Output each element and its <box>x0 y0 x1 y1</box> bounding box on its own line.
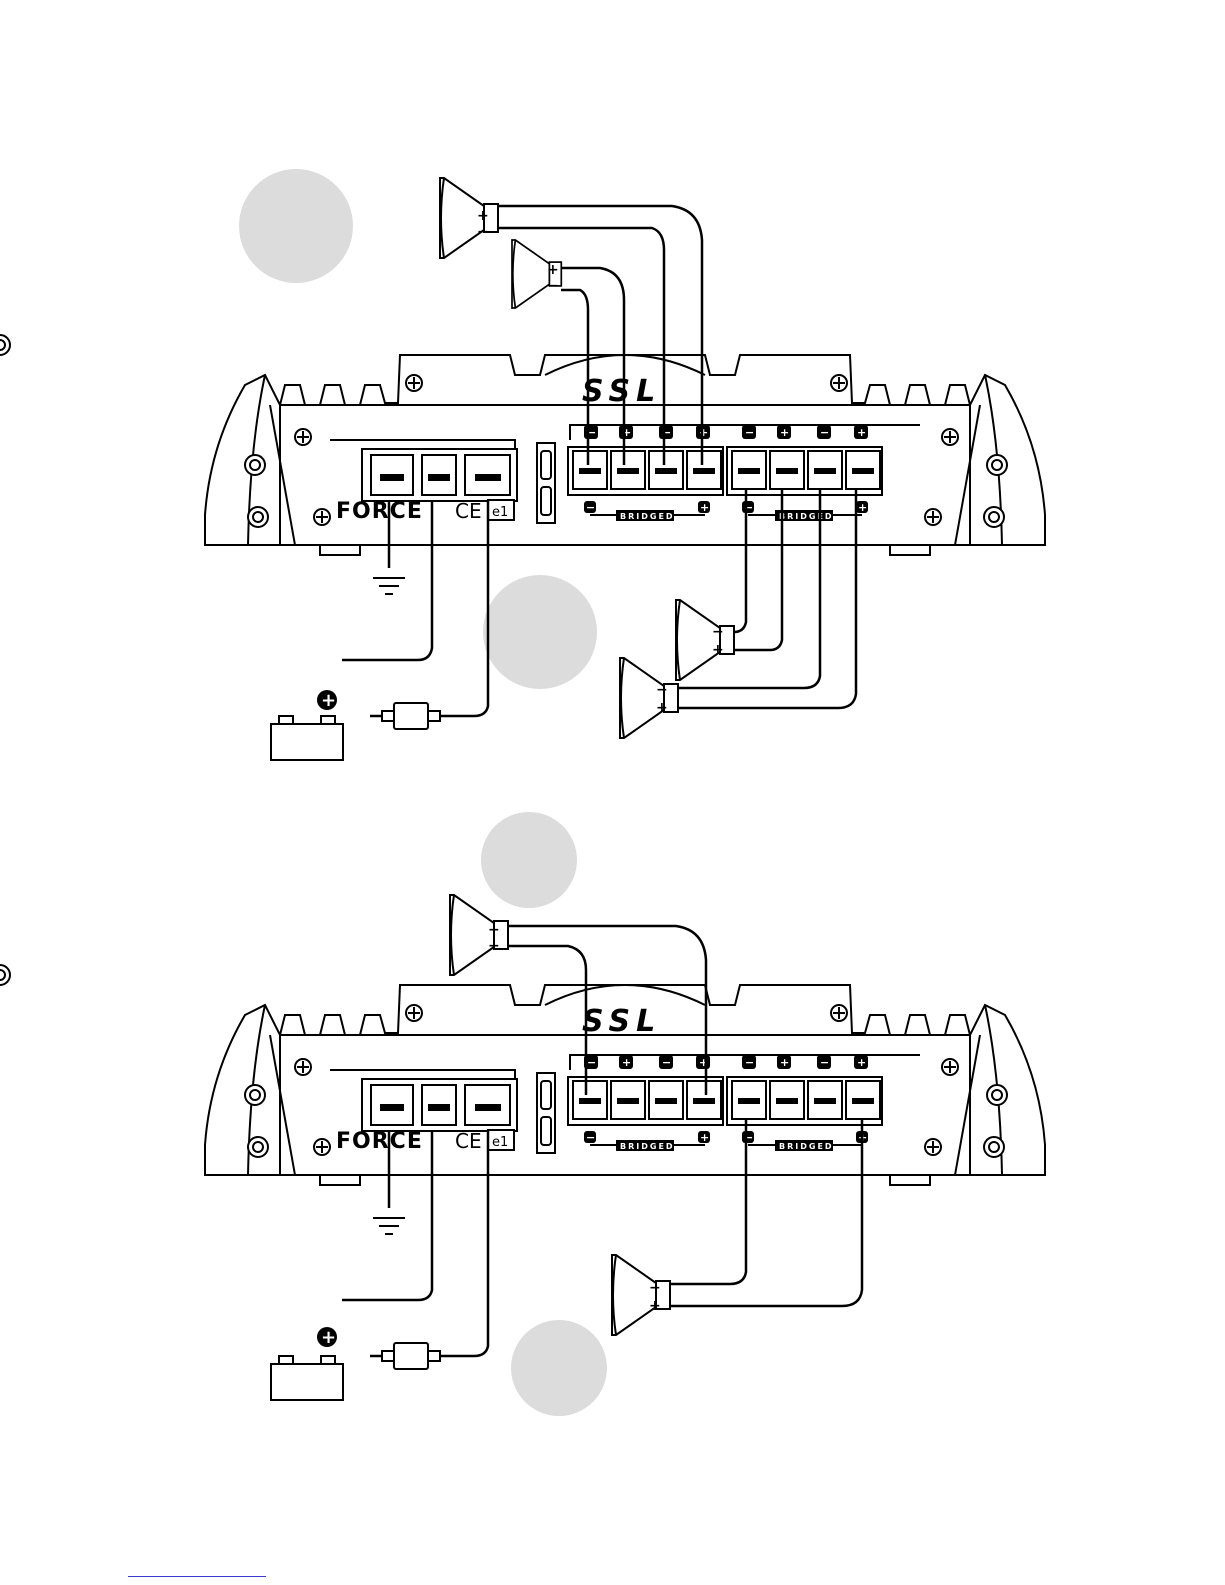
ground-icon <box>373 578 405 594</box>
terminal-sign: − <box>587 1056 596 1069</box>
callout-circle <box>511 1320 607 1416</box>
terminal-sign: + <box>780 1056 789 1069</box>
terminal-sign: − <box>820 1056 829 1069</box>
speaker-plus: + <box>649 1298 661 1314</box>
brand-logo-top: SSL <box>582 374 661 409</box>
speaker-plus: + <box>547 262 559 278</box>
brand-logo-bottom: SSL <box>582 1004 661 1039</box>
battery-sign: + <box>321 1327 336 1348</box>
terminal-sign: − <box>745 426 754 439</box>
speaker-minus: − <box>488 938 500 954</box>
speaker-minus: − <box>649 1280 661 1296</box>
callout-circle <box>481 812 577 908</box>
bridged-label: BRIDGED <box>620 1142 675 1151</box>
speaker-icon <box>440 178 498 258</box>
e-mark-bottom: e1 <box>492 1135 508 1150</box>
fuse-icon <box>382 703 440 729</box>
amplifier-top <box>0 335 1045 555</box>
speaker-plus: + <box>656 700 668 716</box>
ce-mark-top: CE <box>455 499 482 523</box>
terminal-sign: − <box>662 1056 671 1069</box>
ce-mark-bottom: CE <box>455 1129 482 1153</box>
fuse-icon <box>382 1343 440 1369</box>
bridged-sign: − <box>586 1131 595 1144</box>
bridged-sign: + <box>858 501 867 514</box>
speaker-minus: − <box>547 278 559 294</box>
bridged-label: BRIDGED <box>620 512 675 521</box>
force-logo-bottom: FORCE <box>336 1129 423 1154</box>
callout-circle <box>239 169 353 283</box>
callout-circle <box>483 575 597 689</box>
force-logo-top: FORCE <box>336 499 423 524</box>
speaker-plus: + <box>477 208 489 224</box>
battery-icon <box>271 716 343 760</box>
battery-icon <box>271 1356 343 1400</box>
terminal-sign: + <box>857 426 866 439</box>
speaker-plus: + <box>488 922 500 938</box>
terminal-sign: + <box>699 426 708 439</box>
terminal-sign: − <box>745 1056 754 1069</box>
link-underline <box>128 1576 266 1577</box>
ground-icon <box>373 1218 405 1234</box>
terminal-sign: + <box>622 1056 631 1069</box>
speaker-minus: − <box>712 624 724 640</box>
bridged-sign: + <box>700 1131 709 1144</box>
bridged-label: BRIDGED <box>779 1142 834 1151</box>
speaker-icon <box>676 600 734 680</box>
terminal-sign: + <box>780 426 789 439</box>
bridged-sign: − <box>586 501 595 514</box>
terminal-sign: − <box>820 426 829 439</box>
speaker-minus: − <box>477 224 489 240</box>
speaker-minus: − <box>656 682 668 698</box>
battery-sign: + <box>321 690 336 711</box>
speaker-plus: + <box>712 642 724 658</box>
e-mark-top: e1 <box>492 505 508 520</box>
bridged-sign: + <box>700 501 709 514</box>
speaker-icon <box>620 658 678 738</box>
terminal-sign: + <box>857 1056 866 1069</box>
speaker-icon <box>612 1255 670 1335</box>
bridged-label: BRIDGED <box>779 512 834 521</box>
amplifier-bottom <box>0 965 1045 1185</box>
